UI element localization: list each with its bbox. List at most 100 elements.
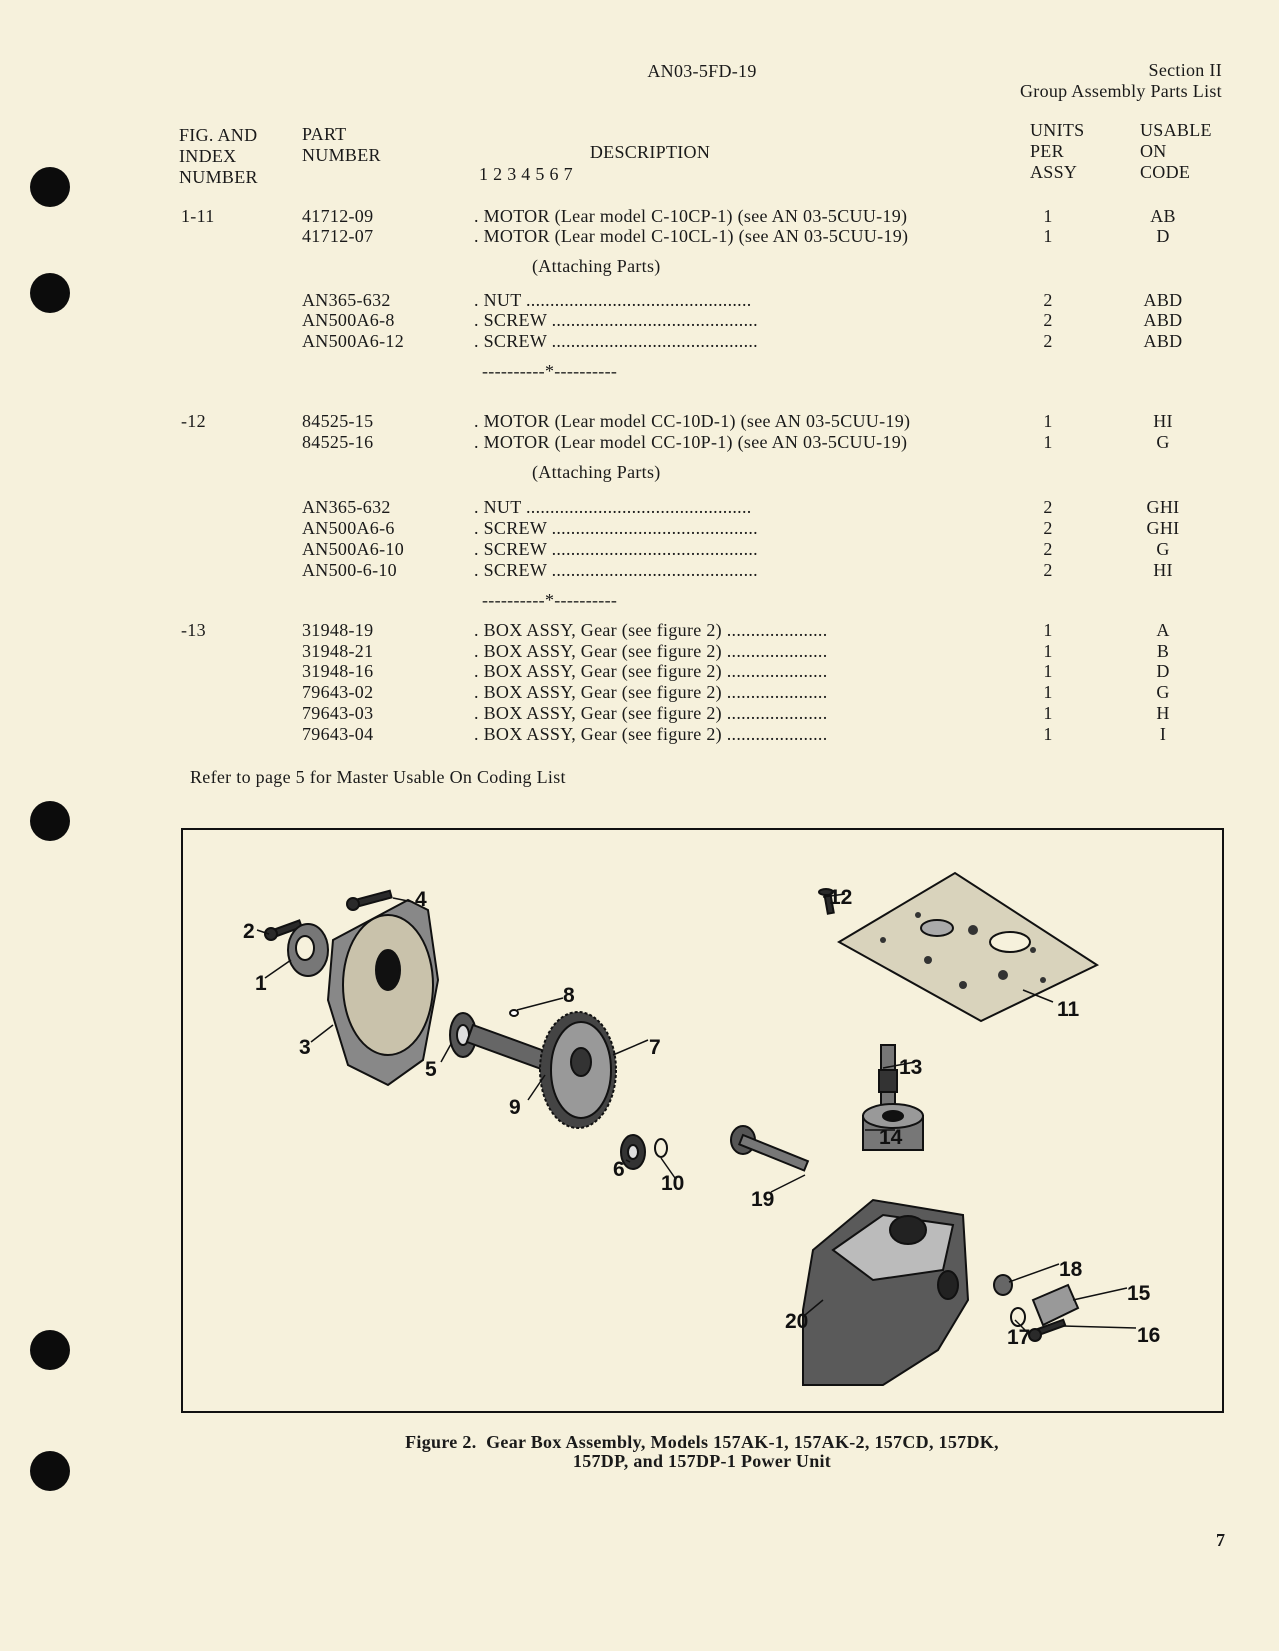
callout-19: 19 [751, 1188, 774, 1211]
part-number: 84525-16 [302, 432, 374, 452]
section-separator: ----------*---------- [482, 590, 618, 610]
part-description: . BOX ASSY, Gear (see figure 2) ........… [474, 661, 828, 681]
units-per-assy: 1 [1043, 703, 1053, 723]
page-number: 7 [1216, 1530, 1226, 1550]
part-description: . MOTOR (Lear model C-10CP-1) (see AN 03… [474, 206, 908, 226]
callout-6: 6 [613, 1158, 625, 1181]
part-number: 84525-15 [302, 411, 374, 431]
part-description: . BOX ASSY, Gear (see figure 2) ........… [474, 724, 828, 744]
callout-1: 1 [255, 972, 267, 995]
usable-on-code: G [1156, 539, 1170, 559]
part-number: 79643-03 [302, 703, 374, 723]
binder-hole [30, 167, 70, 207]
part-description: . MOTOR (Lear model C-10CL-1) (see AN 03… [474, 226, 909, 246]
part-description: . MOTOR (Lear model CC-10P-1) (see AN 03… [474, 432, 908, 452]
part-number: AN500-6-10 [302, 560, 397, 580]
usable-on-code: D [1156, 226, 1170, 246]
part-16-screw [1028, 1318, 1067, 1342]
units-per-assy: 2 [1043, 560, 1053, 580]
part-description: . NUT ..................................… [474, 290, 752, 310]
part-7-gear [539, 1011, 617, 1129]
usable-on-code: GHI [1146, 497, 1180, 517]
callout-8: 8 [563, 984, 575, 1007]
part-2-screw [264, 919, 303, 941]
callout-9: 9 [509, 1096, 521, 1119]
callout-20: 20 [785, 1310, 808, 1333]
units-per-assy: 1 [1043, 620, 1053, 640]
usable-on-code: I [1159, 724, 1167, 744]
part-description: . BOX ASSY, Gear (see figure 2) ........… [474, 682, 828, 702]
part-19-worm-shaft [730, 1125, 810, 1172]
part-number: 31948-16 [302, 661, 374, 681]
part-description: . BOX ASSY, Gear (see figure 2) ........… [474, 703, 828, 723]
callout-4: 4 [415, 888, 427, 911]
units-per-assy: 2 [1043, 310, 1053, 330]
part-description: . MOTOR (Lear model CC-10D-1) (see AN 03… [474, 411, 911, 431]
units-per-assy: 2 [1043, 539, 1053, 559]
usable-on-code: GHI [1146, 518, 1180, 538]
section-label: Section II [1148, 60, 1222, 80]
section-separator: ----------*---------- [482, 361, 618, 381]
section-title: Group Assembly Parts List [1019, 81, 1222, 101]
callout-11: 11 [1057, 998, 1080, 1021]
binder-hole [30, 1451, 70, 1491]
part-20-housing [802, 1198, 970, 1386]
usable-on-code: HI [1153, 411, 1173, 431]
units-per-assy: 1 [1043, 641, 1053, 661]
callout-3: 3 [299, 1036, 311, 1059]
figure-caption-line1: Figure 2. Gear Box Assembly, Models 157A… [405, 1432, 999, 1452]
column-header-description: DESCRIPTION [589, 142, 711, 162]
callout-10: 10 [661, 1172, 684, 1195]
units-per-assy: 1 [1043, 682, 1053, 702]
part-description: . SCREW ................................… [474, 331, 758, 351]
part-description: . SCREW ................................… [474, 560, 758, 580]
part-number: 79643-02 [302, 682, 374, 702]
units-per-assy: 1 [1043, 226, 1053, 246]
part-description: . SCREW ................................… [474, 518, 758, 538]
callout-13: 13 [899, 1056, 922, 1079]
attaching-parts-note: (Attaching Parts) [532, 462, 661, 482]
part-number: AN500A6-6 [302, 518, 395, 538]
units-per-assy: 1 [1043, 432, 1053, 452]
callout-14: 14 [879, 1126, 903, 1149]
usable-on-code: HI [1153, 560, 1173, 580]
part-description: . BOX ASSY, Gear (see figure 2) ........… [474, 641, 828, 661]
units-per-assy: 1 [1043, 411, 1053, 431]
callout-16: 16 [1137, 1324, 1160, 1347]
part-17-ring [1010, 1307, 1026, 1327]
callout-12: 12 [829, 886, 852, 909]
units-per-assy: 2 [1043, 497, 1053, 517]
fig-index-number: 1-11 [181, 206, 215, 226]
callout-2: 2 [243, 920, 255, 943]
indent-levels: 1 2 3 4 5 6 7 [479, 164, 573, 184]
callout-7: 7 [649, 1036, 661, 1059]
part-4-screw [346, 889, 393, 911]
usable-on-code: D [1156, 661, 1170, 681]
document-number: AN03-5FD-19 [647, 61, 757, 81]
part-11-plate [836, 871, 1100, 1023]
units-per-assy: 2 [1043, 518, 1053, 538]
part-number: AN365-632 [302, 497, 391, 517]
part-description: . SCREW ................................… [474, 539, 758, 559]
usable-on-code: G [1156, 432, 1170, 452]
units-per-assy: 1 [1043, 206, 1053, 226]
part-1-flange [287, 923, 329, 977]
callout-5: 5 [425, 1058, 437, 1081]
attaching-parts-note: (Attaching Parts) [532, 256, 661, 276]
units-per-assy: 1 [1043, 661, 1053, 681]
usable-on-code: A [1156, 620, 1170, 640]
fig-index-number: -13 [181, 620, 206, 640]
callout-17: 17 [1007, 1326, 1030, 1349]
callout-15: 15 [1127, 1282, 1151, 1305]
footnote: Refer to page 5 for Master Usable On Cod… [190, 767, 566, 787]
part-9-shaft [465, 1023, 555, 1073]
usable-on-code: ABD [1143, 331, 1183, 351]
units-per-assy: 1 [1043, 724, 1053, 744]
part-description: . BOX ASSY, Gear (see figure 2) ........… [474, 620, 828, 640]
units-per-assy: 2 [1043, 331, 1053, 351]
part-number: 79643-04 [302, 724, 374, 744]
part-8-key [509, 1009, 519, 1017]
usable-on-code: G [1156, 682, 1170, 702]
part-15-cover-plate [1031, 1283, 1080, 1327]
